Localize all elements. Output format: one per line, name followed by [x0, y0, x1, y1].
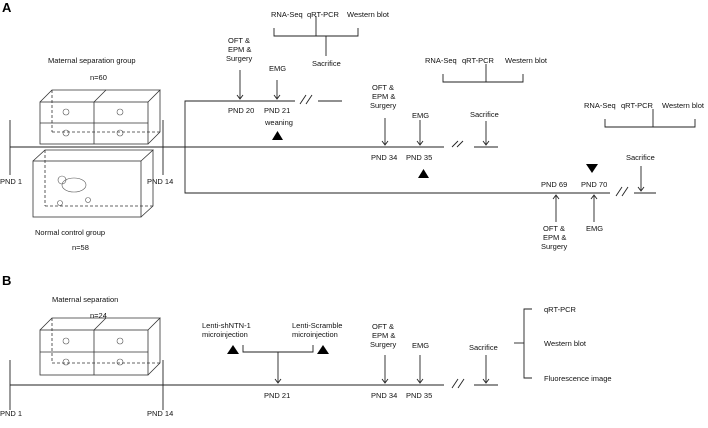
b-pnd35: PND 35	[406, 391, 433, 400]
b1-emg: EMG	[269, 64, 287, 73]
b3-sacrifice: Sacrifice	[626, 153, 655, 162]
b1-test-3: Surgery	[226, 54, 253, 63]
b-sacrifice: Sacrifice	[469, 343, 498, 352]
b-inj2-line1: Lenti-Scramble	[292, 321, 343, 330]
pnd14-label: PND 14	[147, 177, 174, 186]
b-inj1-line1: Lenti-shNTN-1	[202, 321, 251, 330]
b1-test-2: EPM &	[228, 45, 252, 54]
b1-assay-qrtpcr: qRT-PCR	[307, 10, 339, 19]
b-pnd1-label: PND 1	[0, 409, 23, 418]
b1-pnd21: PND 21	[264, 106, 291, 115]
b2-test-3: Surgery	[370, 101, 397, 110]
b-assay-western: Western blot	[544, 339, 586, 348]
b2-pnd34: PND 34	[371, 153, 398, 162]
control-n-label: n=58	[72, 243, 89, 252]
b1-assay-rnaseq: RNA-Seq	[271, 10, 303, 19]
b3-test-1: OFT &	[543, 224, 565, 233]
b-test-3: Surgery	[370, 340, 397, 349]
pnd1-label: PND 1	[0, 177, 23, 186]
b2-assay-western: Western blot	[505, 56, 547, 65]
maternal-cage-icon	[39, 89, 161, 145]
panel-a-label: A	[2, 0, 12, 15]
b-pnd34: PND 34	[371, 391, 398, 400]
b-pnd14-label: PND 14	[147, 409, 174, 418]
b-assay-fluorescence: Fluorescence image	[544, 374, 612, 383]
b3-pnd70: PND 70	[581, 180, 608, 189]
control-group-label: Normal control group	[35, 228, 106, 237]
b1-assay-western: Western blot	[347, 10, 389, 19]
maternal-n-label: n=60	[90, 73, 107, 82]
b1-weaning: weaning	[265, 118, 293, 127]
b-n-label: n=24	[90, 311, 107, 320]
b-inj2-line2: microinjection	[292, 330, 338, 339]
b-emg: EMG	[412, 341, 430, 350]
b-test-1: OFT &	[372, 322, 394, 331]
b-test-2: EPM &	[372, 331, 396, 340]
b2-sacrifice: Sacrifice	[470, 110, 499, 119]
control-cage-icon	[32, 149, 155, 218]
b2-test-2: EPM &	[372, 92, 396, 101]
panel-b-label: B	[2, 273, 12, 288]
b1-test-1: OFT &	[228, 36, 250, 45]
maternal-group-label: Maternal separation group	[48, 56, 136, 65]
b2-test-1: OFT &	[372, 83, 394, 92]
b3-assay-western: Western blot	[662, 101, 704, 110]
b3-emg: EMG	[586, 224, 604, 233]
b3-test-3: Surgery	[541, 242, 568, 251]
b3-assay-qrtpcr: qRT-PCR	[621, 101, 653, 110]
b2-pnd35: PND 35	[406, 153, 433, 162]
b2-assay-rnaseq: RNA-Seq	[425, 56, 457, 65]
panel-b-cage-icon	[39, 317, 161, 376]
b3-assay-rnaseq: RNA-Seq	[584, 101, 616, 110]
timeline-a-branch-3	[184, 147, 610, 194]
b2-assay-qrtpcr: qRT-PCR	[462, 56, 494, 65]
timeline-a-branch-1	[184, 100, 295, 147]
b3-test-2: EPM &	[543, 233, 567, 242]
b-group-label: Maternal separation	[52, 295, 119, 304]
b3-pnd69: PND 69	[541, 180, 568, 189]
b-assay-qrtpcr: qRT-PCR	[544, 305, 576, 314]
b-pnd21: PND 21	[264, 391, 291, 400]
b1-pnd20: PND 20	[228, 106, 255, 115]
b1-sacrifice: Sacrifice	[312, 59, 341, 68]
b-inj1-line2: microinjection	[202, 330, 248, 339]
b2-emg: EMG	[412, 111, 430, 120]
